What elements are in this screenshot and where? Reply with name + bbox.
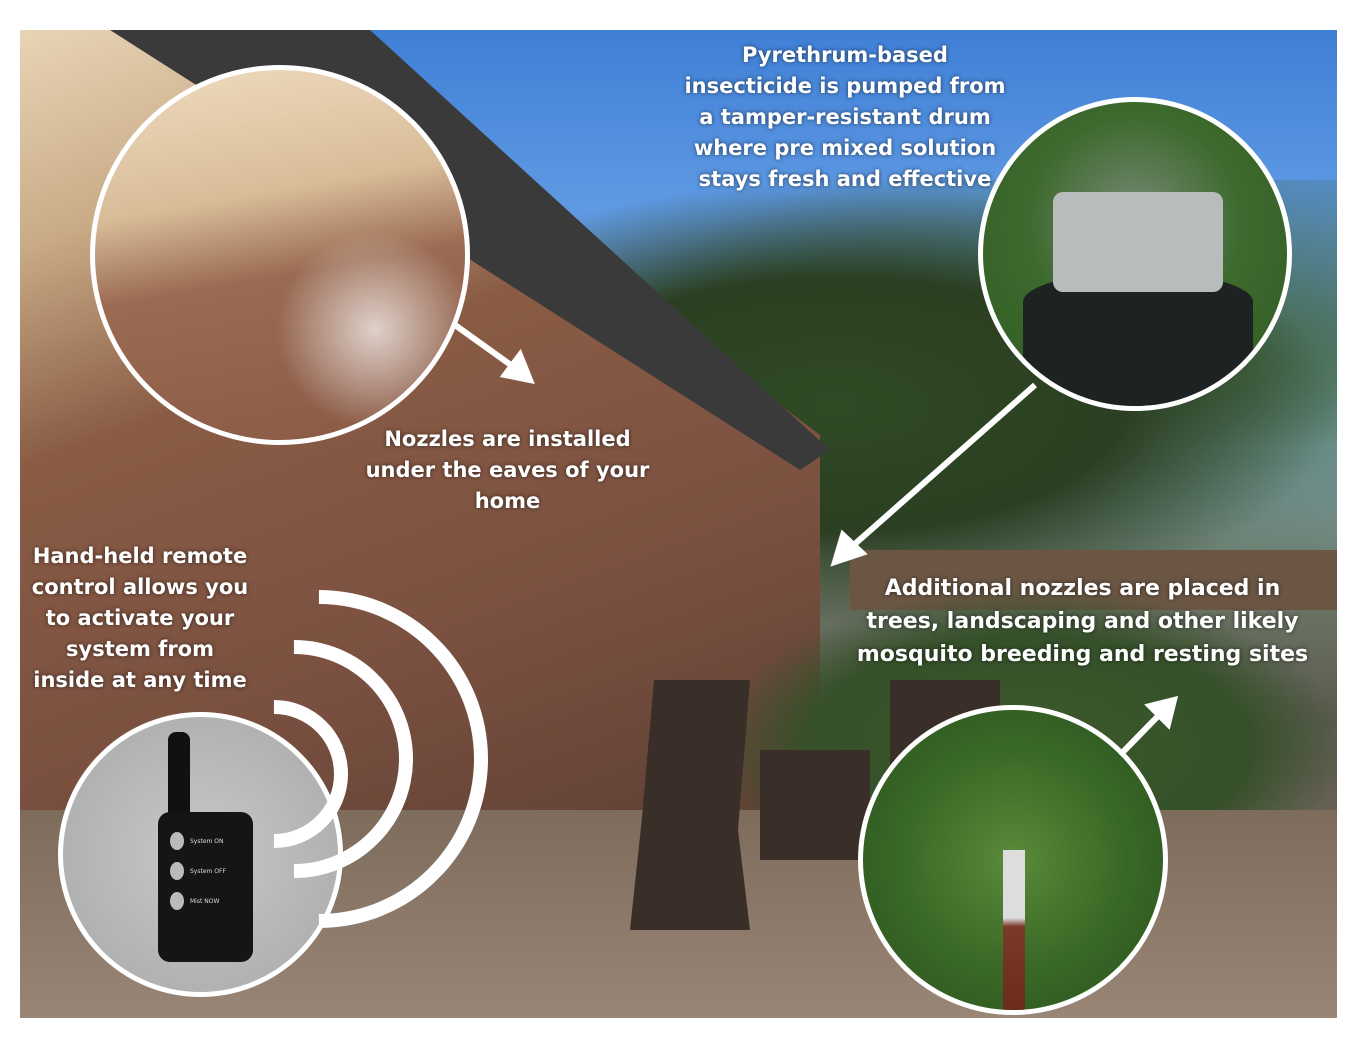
remote-caption: Hand-held remote control allows you to a… bbox=[31, 544, 249, 692]
arrow-to-eaves-icon bbox=[453, 322, 517, 371]
remote-label: System OFF bbox=[190, 868, 226, 875]
arrow-to-landscape-icon bbox=[1117, 709, 1165, 758]
arrow-head bbox=[499, 348, 535, 385]
pump-drum-inset bbox=[978, 97, 1292, 411]
drum bbox=[1023, 272, 1253, 406]
remote-inset: System ON System OFF Mist NOW bbox=[58, 712, 343, 997]
ground-nozzle-inset bbox=[858, 705, 1168, 1015]
mist bbox=[275, 230, 465, 430]
remote-antenna bbox=[168, 732, 190, 822]
pump bbox=[1053, 192, 1223, 292]
remote-label: System ON bbox=[190, 838, 224, 845]
arrow-to-trees-icon bbox=[846, 382, 1037, 553]
arrow-head bbox=[1144, 695, 1179, 730]
remote-control: System ON System OFF Mist NOW bbox=[158, 812, 253, 962]
remote-label: Mist NOW bbox=[190, 898, 220, 905]
system-off-button bbox=[170, 862, 184, 880]
mist-now-button bbox=[170, 892, 184, 910]
arrow-head bbox=[830, 529, 868, 567]
system-on-button bbox=[170, 832, 184, 850]
eaves-caption: Nozzles are installed under the eaves of… bbox=[365, 427, 650, 513]
additional-nozzles-caption: Additional nozzles are placed in trees, … bbox=[856, 576, 1309, 667]
insecticide-caption: Pyrethrum-based insecticide is pumped fr… bbox=[684, 43, 1006, 191]
side-table bbox=[760, 750, 870, 860]
nozzle-stake bbox=[1003, 850, 1025, 1010]
eave-nozzle-inset bbox=[90, 65, 470, 445]
